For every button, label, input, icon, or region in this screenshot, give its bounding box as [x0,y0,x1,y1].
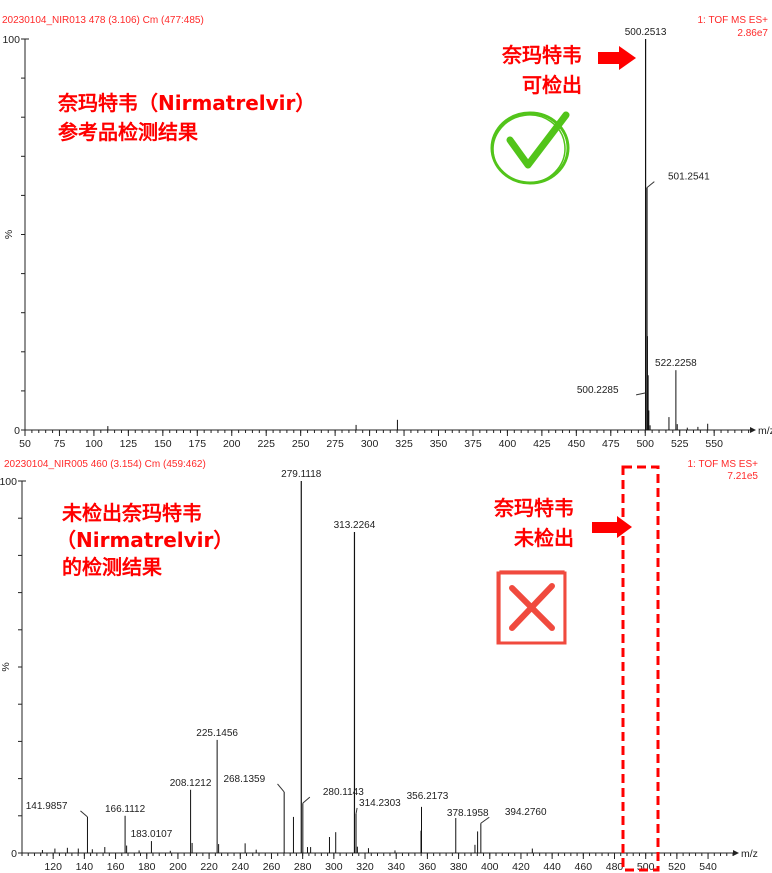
y-axis-label: % [3,230,15,239]
peak-label: 313.2264 [334,520,376,531]
x-tick-label: 440 [543,861,561,873]
target-mz-highlight-box [621,465,660,872]
y-axis-label: % [0,662,12,671]
top-annotation-title-line2: 参考品检测结果 [58,120,198,144]
bottom-spectrum-max-intensity: 7.21e5 [727,471,758,482]
x-tick-label: 150 [154,438,172,450]
top-spectrum-plot: 0 100% 50 75 100 125 150 175 200 225 250 275 300 325 3… [2,27,772,450]
peak-label: 394.2760 [505,807,547,818]
top-status-line2: 可检出 [522,73,582,97]
x-tick-label: 50 [19,438,31,450]
x-tick-label: 550 [705,438,723,450]
peak-label: 314.2303 [359,798,401,809]
peak-label: 501.2541 [668,172,710,183]
x-axis-arrow-icon [733,850,739,856]
x-tick-label: 140 [76,861,94,873]
x-tick-label: 100 [85,438,103,450]
x-tick-label: 175 [189,438,207,450]
peak-label: 183.0107 [131,829,173,840]
cross-box-icon [496,570,567,645]
red-arrow-icon [592,516,632,538]
x-tick-label: 360 [419,861,437,873]
peak-label: 280.1143 [323,787,364,798]
peak-label-leader [480,816,490,824]
bottom-annotation-title-line2: （Nirmatrelvir） [56,528,233,552]
x-tick-label: 380 [450,861,468,873]
bottom-status-line2: 未检出 [514,526,574,550]
peak-label: 500.2285 [577,385,619,396]
top-spectrum-title: 20230104_NIR013 478 (3.106) Cm (477:485) [2,15,204,26]
x-tick-label: 325 [395,438,413,450]
x-tick-label: 300 [325,861,343,873]
peak-label: 378.1958 [447,808,489,819]
peak-label: 500.2513 [625,27,667,38]
x-tick-label: 200 [169,861,187,873]
x-tick-label: 460 [575,861,593,873]
x-tick-label: 350 [430,438,448,450]
peak-label-leader [80,810,88,818]
y-tick-label: 0 [11,848,17,860]
peak-label: 268.1359 [223,774,265,785]
x-tick-label: 240 [232,861,250,873]
x-axis-label: m/z [741,848,758,860]
x-tick-label: 480 [606,861,624,873]
x-tick-label: 500 [636,438,654,450]
x-tick-label: 340 [387,861,405,873]
peak-label-leader [646,181,655,188]
x-tick-label: 75 [54,438,66,450]
x-tick-label: 400 [481,861,499,873]
x-tick-label: 300 [361,438,379,450]
x-axis-arrow-icon [750,427,756,433]
bottom-spectrum-title: 20230104_NIR005 460 (3.154) Cm (459:462) [4,459,206,470]
x-tick-label: 200 [223,438,241,450]
peak-label: 522.2258 [655,358,697,369]
x-tick-label: 180 [138,861,156,873]
red-arrow-icon [598,46,636,70]
peak-label-leader [355,807,358,815]
x-tick-label: 280 [294,861,312,873]
peak-label: 141.9857 [26,801,68,812]
x-tick-label: 220 [200,861,218,873]
peak-label-leader [636,392,646,396]
x-tick-label: 475 [602,438,620,450]
x-tick-label: 120 [44,861,62,873]
top-status-line1: 奈玛特韦 [501,43,582,67]
y-tick-label: 100 [2,34,20,46]
top-spectrum-mode: 1: TOF MS ES+ [698,15,769,26]
x-tick-label: 260 [263,861,281,873]
x-tick-label: 160 [107,861,125,873]
peak-label: 225.1456 [196,728,238,739]
x-tick-label: 420 [512,861,530,873]
x-tick-label: 520 [668,861,686,873]
x-tick-label: 540 [699,861,717,873]
bottom-annotation-title-line3: 的检测结果 [62,555,162,579]
x-tick-label: 400 [499,438,517,450]
bottom-status-line1: 奈玛特韦 [493,496,574,520]
x-axis-label: m/z [758,425,772,437]
top-annotation-title-line1: 奈玛特韦（Nirmatrelvir） [57,91,315,115]
peak-label: 166.1112 [105,804,146,815]
x-tick-label: 525 [671,438,689,450]
bottom-annotation-title-line1: 未检出奈玛特韦 [62,501,202,525]
peak-label-leader [302,796,311,804]
peak-label: 208.1212 [170,778,212,789]
peak-label: 279.1118 [281,469,322,480]
peak-label-leader [277,783,285,793]
check-circle-icon [490,111,570,185]
x-tick-label: 425 [533,438,551,450]
y-tick-label: 100 [0,476,17,488]
x-tick-label: 450 [568,438,586,450]
x-tick-label: 225 [257,438,275,450]
x-tick-label: 375 [464,438,482,450]
x-tick-label: 250 [292,438,310,450]
x-tick-label: 125 [120,438,138,450]
y-tick-label: 0 [14,425,20,437]
peak-label: 356.2173 [407,791,449,802]
x-tick-label: 320 [356,861,374,873]
top-spectrum-max-intensity: 2.86e7 [737,28,768,39]
x-tick-label: 275 [326,438,344,450]
bottom-spectrum-mode: 1: TOF MS ES+ [688,459,759,470]
